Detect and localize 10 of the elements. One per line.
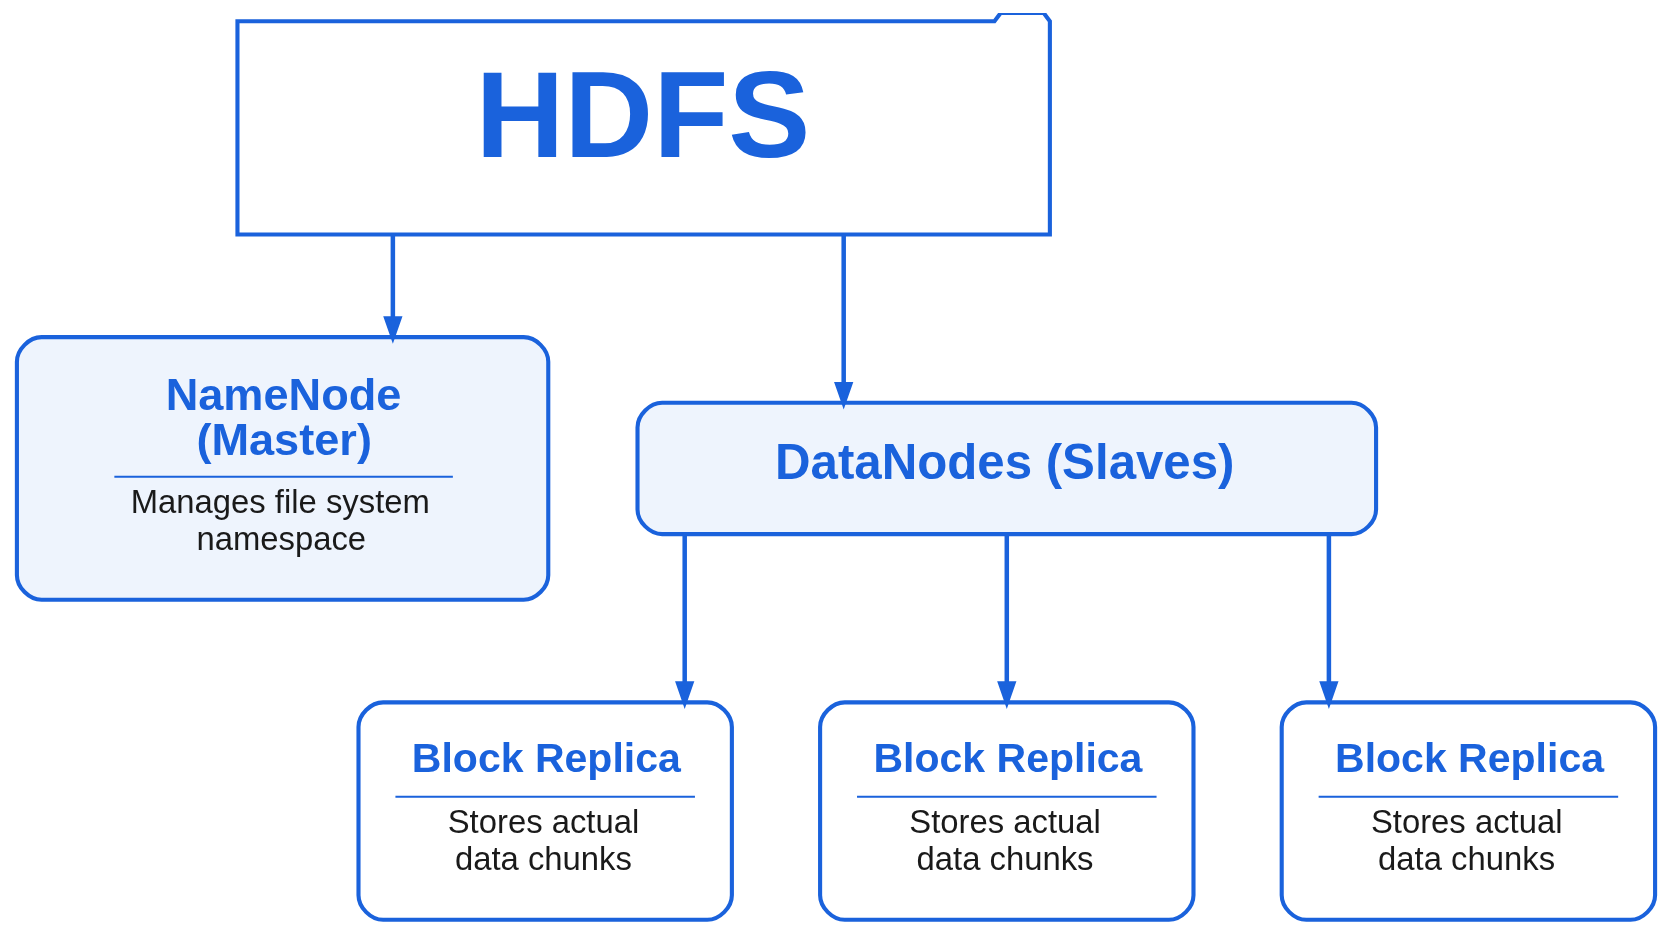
node-box: Block Replica Stores actual data chunks [356,700,734,922]
node-box: DataNodes (Slaves) [635,400,1379,537]
node-box: Block Replica Stores actual data chunks [1279,700,1658,922]
arrow [383,234,403,344]
node-box: NameNode (Master) Manages file system namespace [14,335,551,602]
arrow [675,534,695,709]
arrow [1319,534,1339,709]
arrow [997,534,1017,709]
arrow [834,234,854,410]
node-box: Block Replica Stores actual data chunks [818,700,1196,922]
